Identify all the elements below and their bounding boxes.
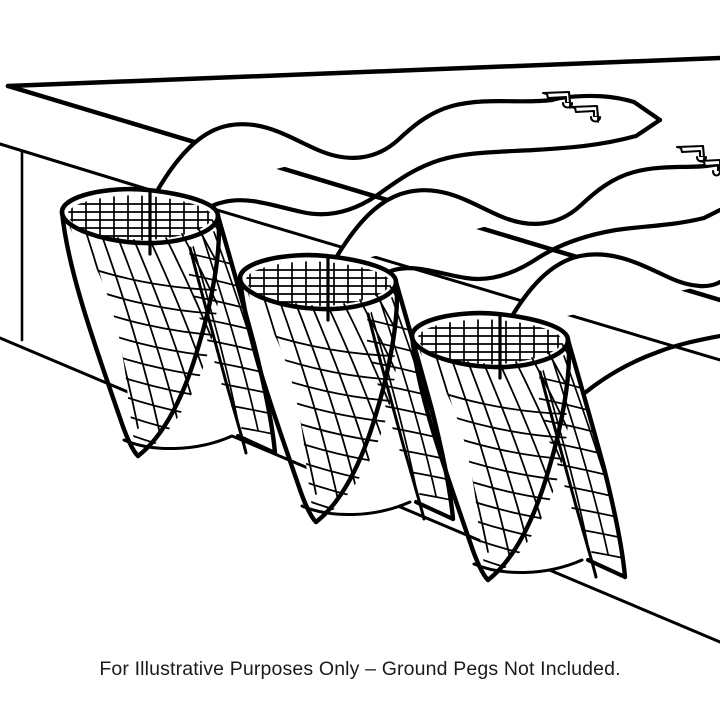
raised-bed-front-face xyxy=(148,188,720,362)
netting-chute-1 xyxy=(59,186,278,459)
illustration-caption: For Illustrative Purposes Only – Ground … xyxy=(99,658,621,680)
netting-sleeve-1 xyxy=(149,93,663,243)
ground-peg-3 xyxy=(675,144,708,163)
netting-sleeve-2 xyxy=(327,161,720,313)
ground-peg-4 xyxy=(698,158,720,177)
ground-peg-1 xyxy=(541,90,574,109)
ground-peg-2 xyxy=(569,104,602,123)
netting-chute-3 xyxy=(409,310,628,583)
